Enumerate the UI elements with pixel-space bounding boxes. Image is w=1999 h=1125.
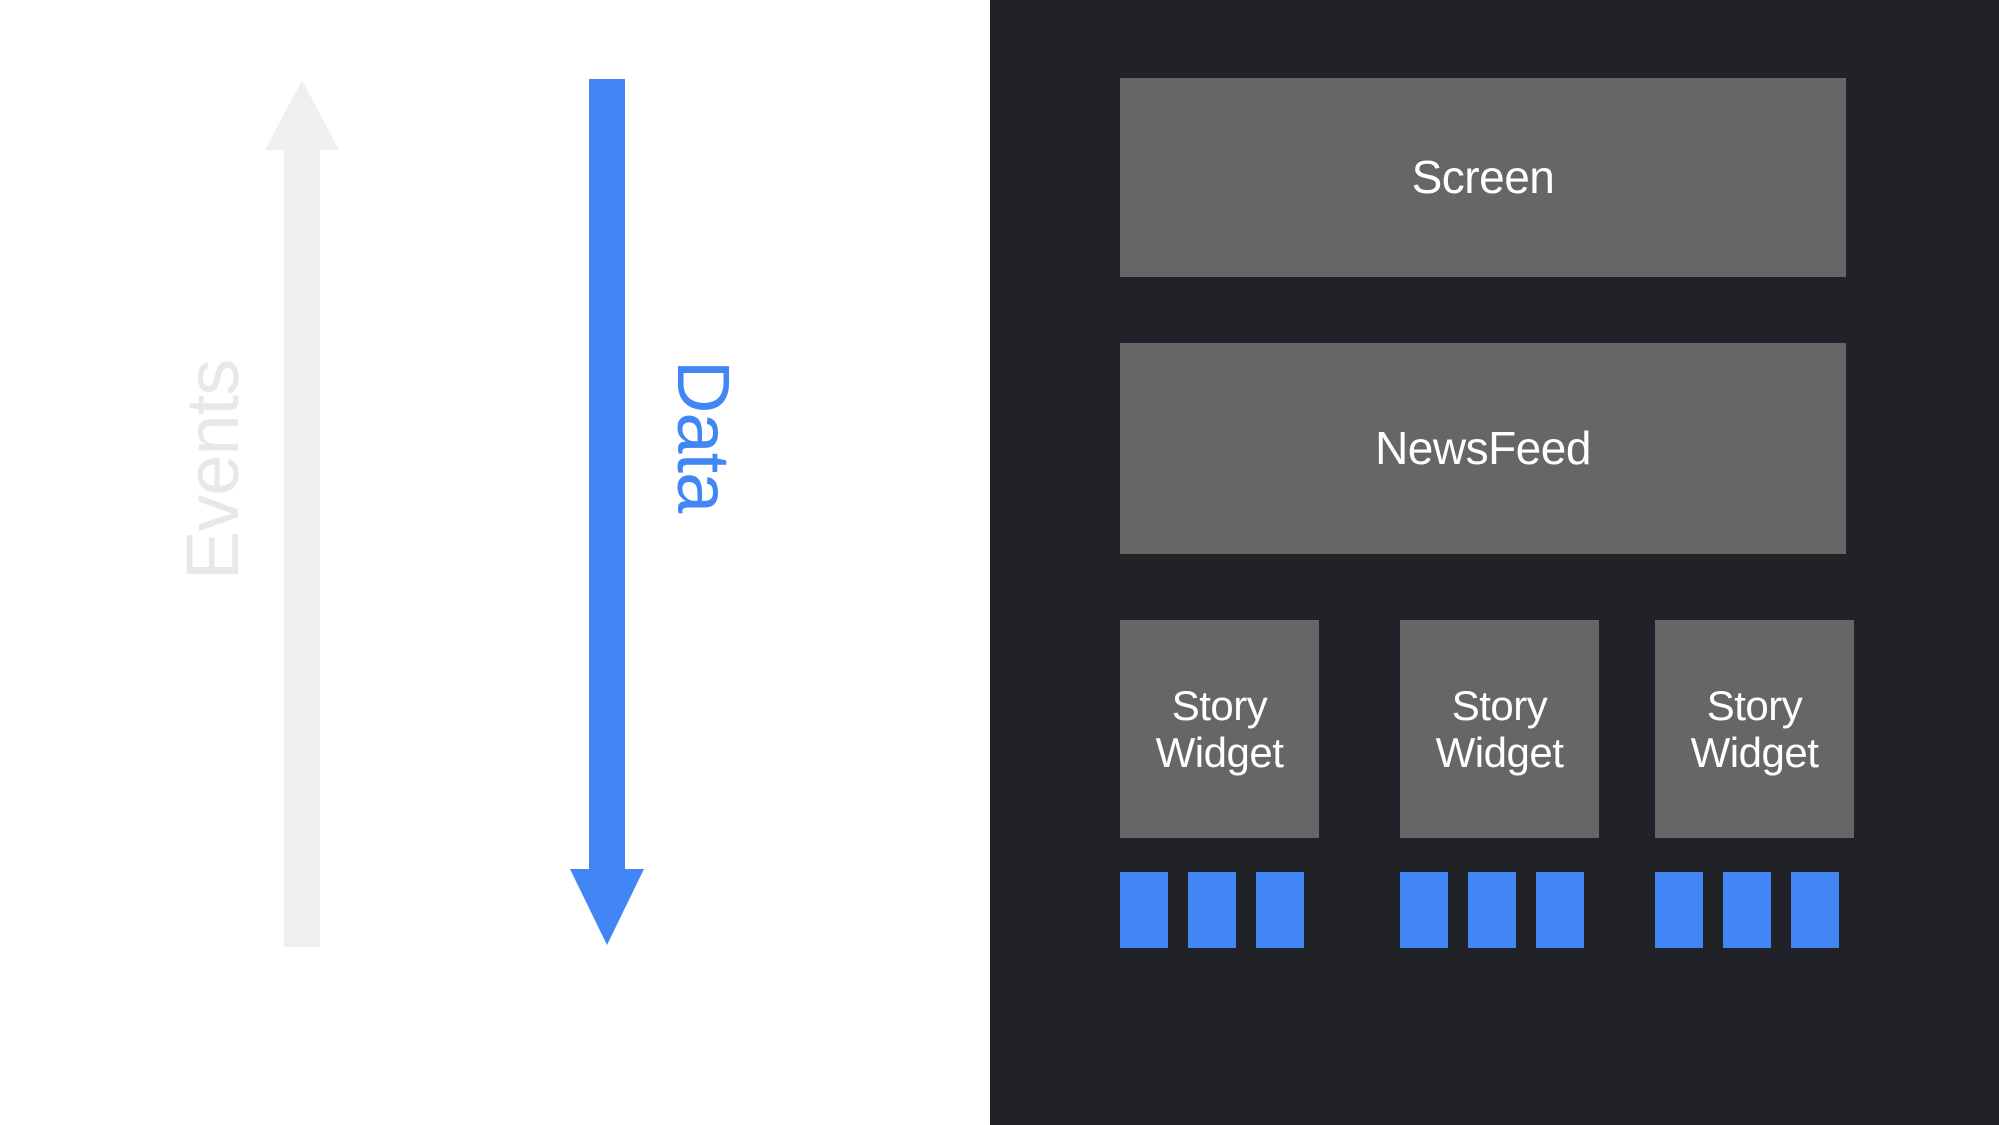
node-newsfeed-label: NewsFeed (1375, 421, 1591, 474)
node-story-widget-label: Story Widget (1436, 682, 1564, 776)
data-arrow-down-icon (570, 79, 644, 945)
node-story-widget[interactable]: Story Widget (1120, 620, 1319, 838)
leaf-node[interactable] (1536, 872, 1584, 948)
leaf-node[interactable] (1400, 872, 1448, 948)
node-story-widget-label-line2: Widget (1155, 729, 1284, 776)
node-story-widget-label-line1: Story (1171, 681, 1268, 729)
leaf-node[interactable] (1791, 872, 1839, 948)
node-story-widget-label-line2: Widget (1435, 729, 1564, 776)
events-flow-label: Events (171, 359, 254, 580)
leaf-node[interactable] (1655, 872, 1703, 948)
node-story-widget[interactable]: Story Widget (1400, 620, 1599, 838)
leaf-node[interactable] (1120, 872, 1168, 948)
node-story-widget-label-line1: Story (1706, 681, 1803, 729)
leaf-node-group (1655, 872, 1839, 948)
leaf-node[interactable] (1256, 872, 1304, 948)
node-newsfeed[interactable]: NewsFeed (1120, 343, 1846, 554)
leaf-node[interactable] (1188, 872, 1236, 948)
node-story-widget-label-line1: Story (1451, 681, 1548, 729)
leaf-node[interactable] (1723, 872, 1771, 948)
node-screen[interactable]: Screen (1120, 78, 1846, 277)
node-story-widget-label: Story Widget (1691, 682, 1819, 776)
node-story-widget-label: Story Widget (1156, 682, 1284, 776)
events-arrow-up-icon (265, 80, 339, 947)
node-story-widget-label-line2: Widget (1690, 729, 1819, 776)
leaf-node-group (1120, 872, 1304, 948)
node-story-widget[interactable]: Story Widget (1655, 620, 1854, 838)
leaf-node-group (1400, 872, 1584, 948)
node-screen-label: Screen (1411, 150, 1555, 203)
component-tree-panel: Screen NewsFeed Story Widget Story Widge… (990, 0, 1999, 1125)
flow-legend-panel: Events Data (0, 0, 990, 1125)
leaf-node[interactable] (1468, 872, 1516, 948)
data-flow-label: Data (662, 360, 745, 513)
